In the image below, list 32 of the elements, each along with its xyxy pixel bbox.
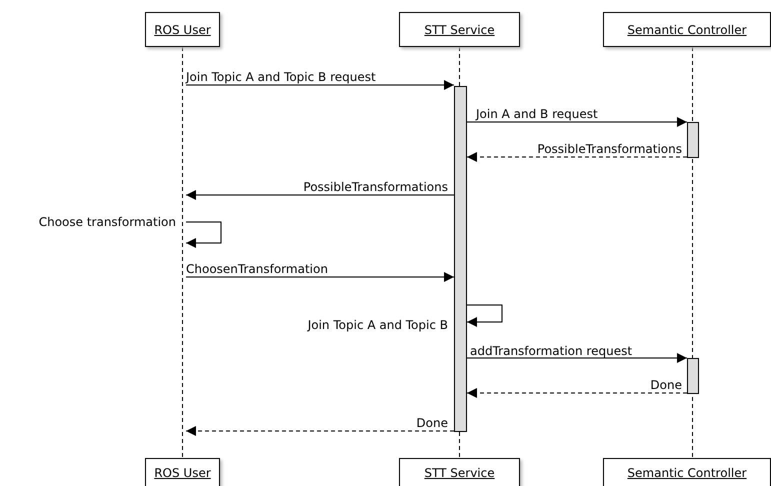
message-label: Join Topic A and Topic B request [186, 70, 376, 84]
message-arrow [466, 388, 688, 398]
message-label: PossibleTransformations [537, 142, 682, 156]
activation-bar [687, 122, 699, 158]
lifeline [456, 47, 463, 86]
lifeline [179, 47, 186, 458]
self-message-arrow [466, 304, 502, 327]
message-label: ChoosenTransformation [186, 262, 328, 276]
message-label: PossibleTransformations [303, 180, 448, 194]
lifeline [456, 432, 463, 458]
message-label: Join Topic A and Topic B [308, 318, 448, 332]
message-arrow [186, 272, 454, 282]
participant-box: Semantic Controller [603, 458, 771, 486]
participant-box: STT Service [399, 12, 520, 47]
message-label: Choose transformation [38, 215, 176, 229]
message-arrow [466, 353, 688, 363]
message-label: Done [650, 378, 682, 392]
message-arrow [466, 152, 688, 162]
message-label: Done [416, 416, 448, 430]
participant-box: STT Service [399, 458, 520, 486]
message-arrow [186, 80, 454, 90]
message-label: Join A and B request [476, 107, 598, 121]
participant-box: Semantic Controller [603, 12, 771, 47]
activation-bar [454, 86, 467, 432]
message-arrow [186, 426, 454, 436]
message-arrow [186, 190, 454, 200]
self-message-arrow [186, 222, 222, 248]
activation-bar [687, 358, 699, 394]
participant-box: ROS User [145, 458, 220, 486]
message-label: addTransformation request [470, 344, 632, 358]
participant-box: ROS User [145, 12, 220, 47]
message-arrow [466, 117, 688, 127]
